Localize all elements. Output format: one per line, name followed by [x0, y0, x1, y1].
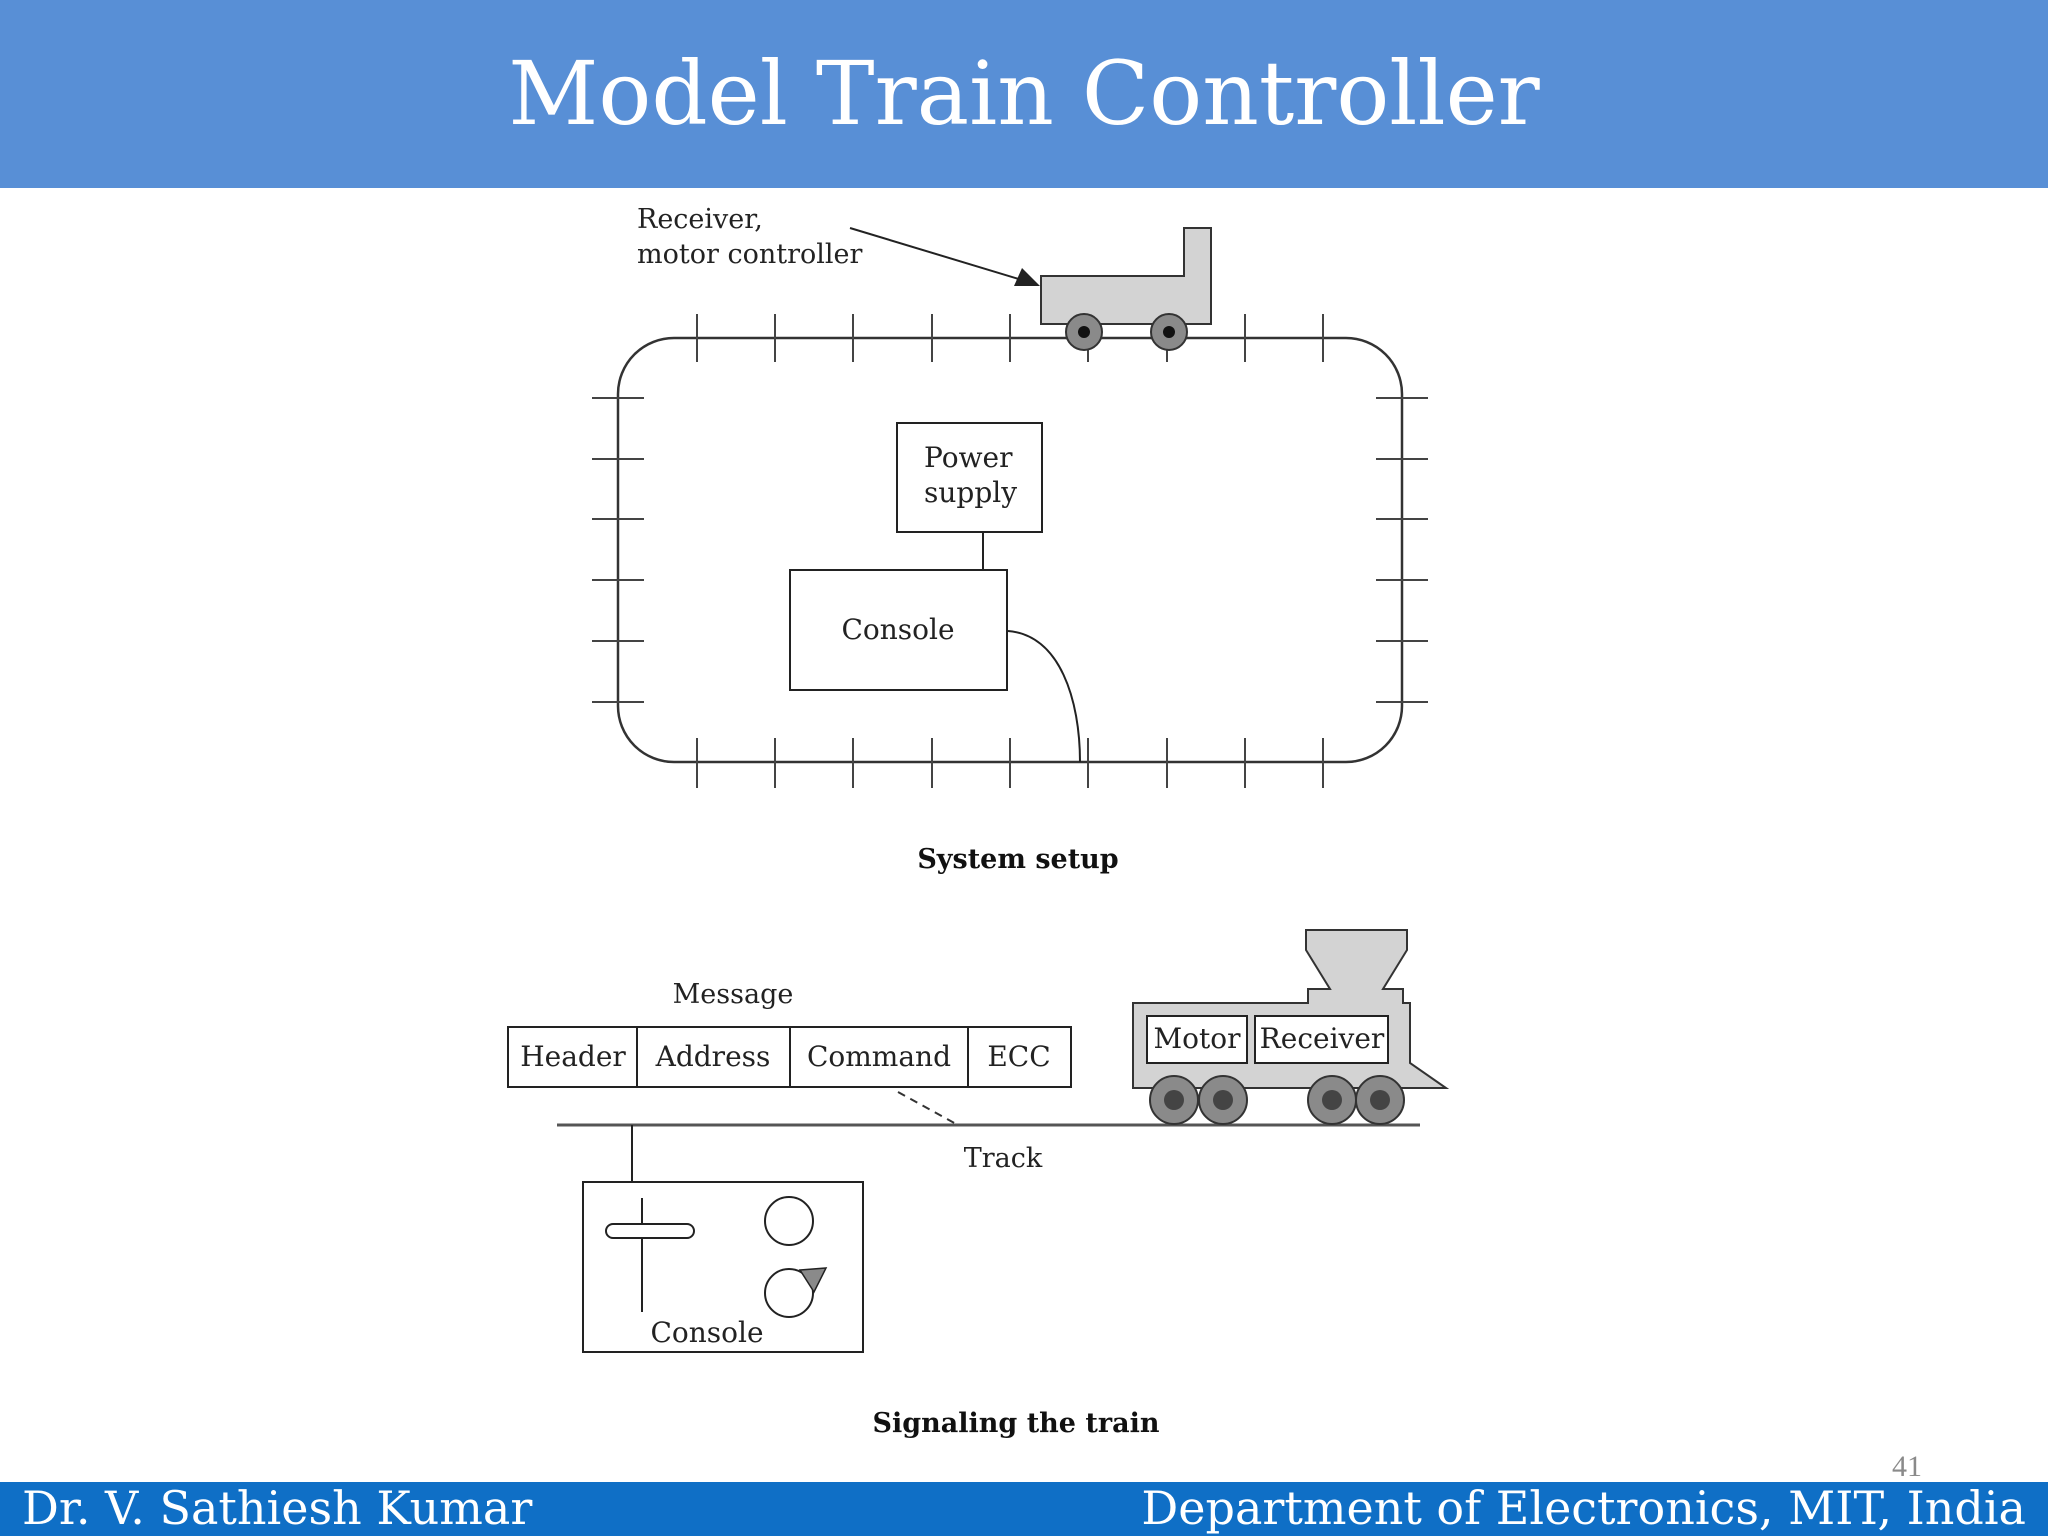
throttle-slider-handle [605, 1223, 695, 1239]
signaling-caption: Signaling the train [873, 1408, 1160, 1439]
left-rail-ties [592, 397, 644, 703]
system-setup-diagram: Receiver, motor controller Power supply … [592, 204, 1428, 875]
locomotive-receiver-box [1254, 1015, 1389, 1064]
locomotive-wheel [1355, 1075, 1405, 1125]
handheld-console-label: Console [650, 1316, 763, 1349]
receiver-arrowhead [1014, 268, 1040, 286]
slide-title: Model Train Controller [508, 42, 1540, 145]
right-rail-ties [1376, 397, 1428, 703]
message-field-command: Command [807, 1040, 951, 1073]
console-dial [764, 1268, 814, 1318]
message-track-pointer [897, 1091, 959, 1126]
message-label: Message [673, 979, 794, 1010]
message-field-header: Header [520, 1040, 626, 1073]
bottom-rail-ties [696, 738, 1324, 788]
locomotive-receiver-label: Receiver [1260, 1022, 1385, 1055]
console-box [789, 569, 1008, 691]
console-button [764, 1196, 814, 1246]
train-car-body [1040, 227, 1212, 325]
oval-track [616, 336, 1404, 764]
message-field-ecc: ECC [987, 1040, 1050, 1073]
page-number: 41 [1892, 1450, 1922, 1483]
receiver-label-line1: Receiver, [637, 204, 763, 235]
receiver-label-line2: motor controller [637, 239, 862, 270]
console-label: Console [841, 613, 954, 646]
locomotive-wheel [1307, 1075, 1357, 1125]
message-field-address: Address [655, 1040, 771, 1073]
locomotive-wheel [1198, 1075, 1248, 1125]
handheld-console-box [582, 1181, 864, 1353]
console-dial-pointer [798, 1267, 828, 1294]
message-packet: Header Address Command ECC [507, 1026, 1072, 1088]
motor-label: Motor [1153, 1022, 1241, 1055]
locomotive-body [1132, 929, 1450, 1089]
train-car-wheel [1150, 313, 1188, 351]
signaling-diagram: Message Header Address Command ECC Track… [507, 929, 1450, 1439]
power-supply-box [896, 422, 1043, 533]
motor-box [1146, 1015, 1248, 1064]
footer-author: Dr. V. Sathiesh Kumar [22, 1481, 533, 1535]
track-label: Track [964, 1143, 1043, 1174]
power-supply-label-line2: supply [924, 476, 1017, 509]
locomotive-wheel [1149, 1075, 1199, 1125]
footer-bar [0, 1482, 2048, 1536]
title-bar [0, 0, 2048, 188]
footer-department: Department of Electronics, MIT, India [1141, 1481, 2026, 1535]
console-track-wire [1007, 630, 1081, 763]
system-setup-caption: System setup [917, 844, 1118, 875]
train-car-wheel [1065, 313, 1103, 351]
receiver-arrow [849, 227, 1023, 281]
power-supply-label-line1: Power [924, 441, 1013, 474]
